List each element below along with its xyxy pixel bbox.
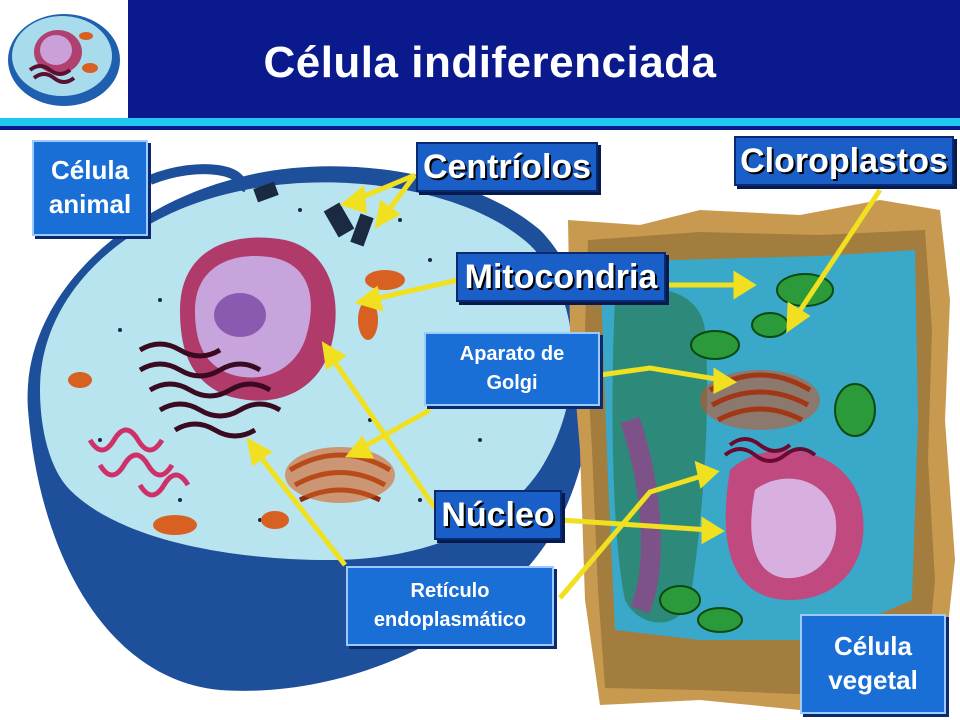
cell-diagram — [27, 164, 955, 712]
cell-logo-icon — [8, 14, 120, 106]
label-reticulo-line2: endoplasmático — [373, 609, 527, 631]
label-celula-animal: Célula animal — [32, 140, 148, 236]
header-bottom-line — [0, 126, 960, 130]
label-cloroplastos: Cloroplastos — [734, 136, 954, 186]
header-accent-line — [0, 118, 960, 126]
label-reticulo-line1: Retículo — [410, 580, 490, 602]
page-title: Célula indiferenciada — [263, 38, 717, 87]
cell-logo — [0, 0, 128, 118]
label-nucleo: Núcleo — [434, 490, 562, 540]
animal-cell — [27, 164, 593, 691]
label-aparato-golgi-line2: Golgi — [486, 372, 538, 394]
label-celula-animal-line1: Célula — [50, 155, 130, 186]
label-mitocondria: Mitocondria — [456, 252, 666, 302]
header-bar — [0, 0, 960, 118]
label-celula-vegetal: Célula vegetal — [800, 614, 946, 714]
label-celula-vegetal-line2: vegetal — [828, 665, 918, 695]
plant-cell — [568, 200, 955, 712]
pointer-arrows — [246, 172, 883, 600]
label-aparato-golgi: Aparato de Golgi — [424, 332, 600, 406]
label-celula-animal-line2: animal — [48, 189, 132, 219]
label-reticulo: Retículo endoplasmático — [346, 566, 554, 646]
label-celula-vegetal-line1: Célula — [833, 631, 912, 662]
label-centriolos: Centríolos — [416, 142, 598, 192]
label-aparato-golgi-line1: Aparato de — [459, 343, 565, 365]
